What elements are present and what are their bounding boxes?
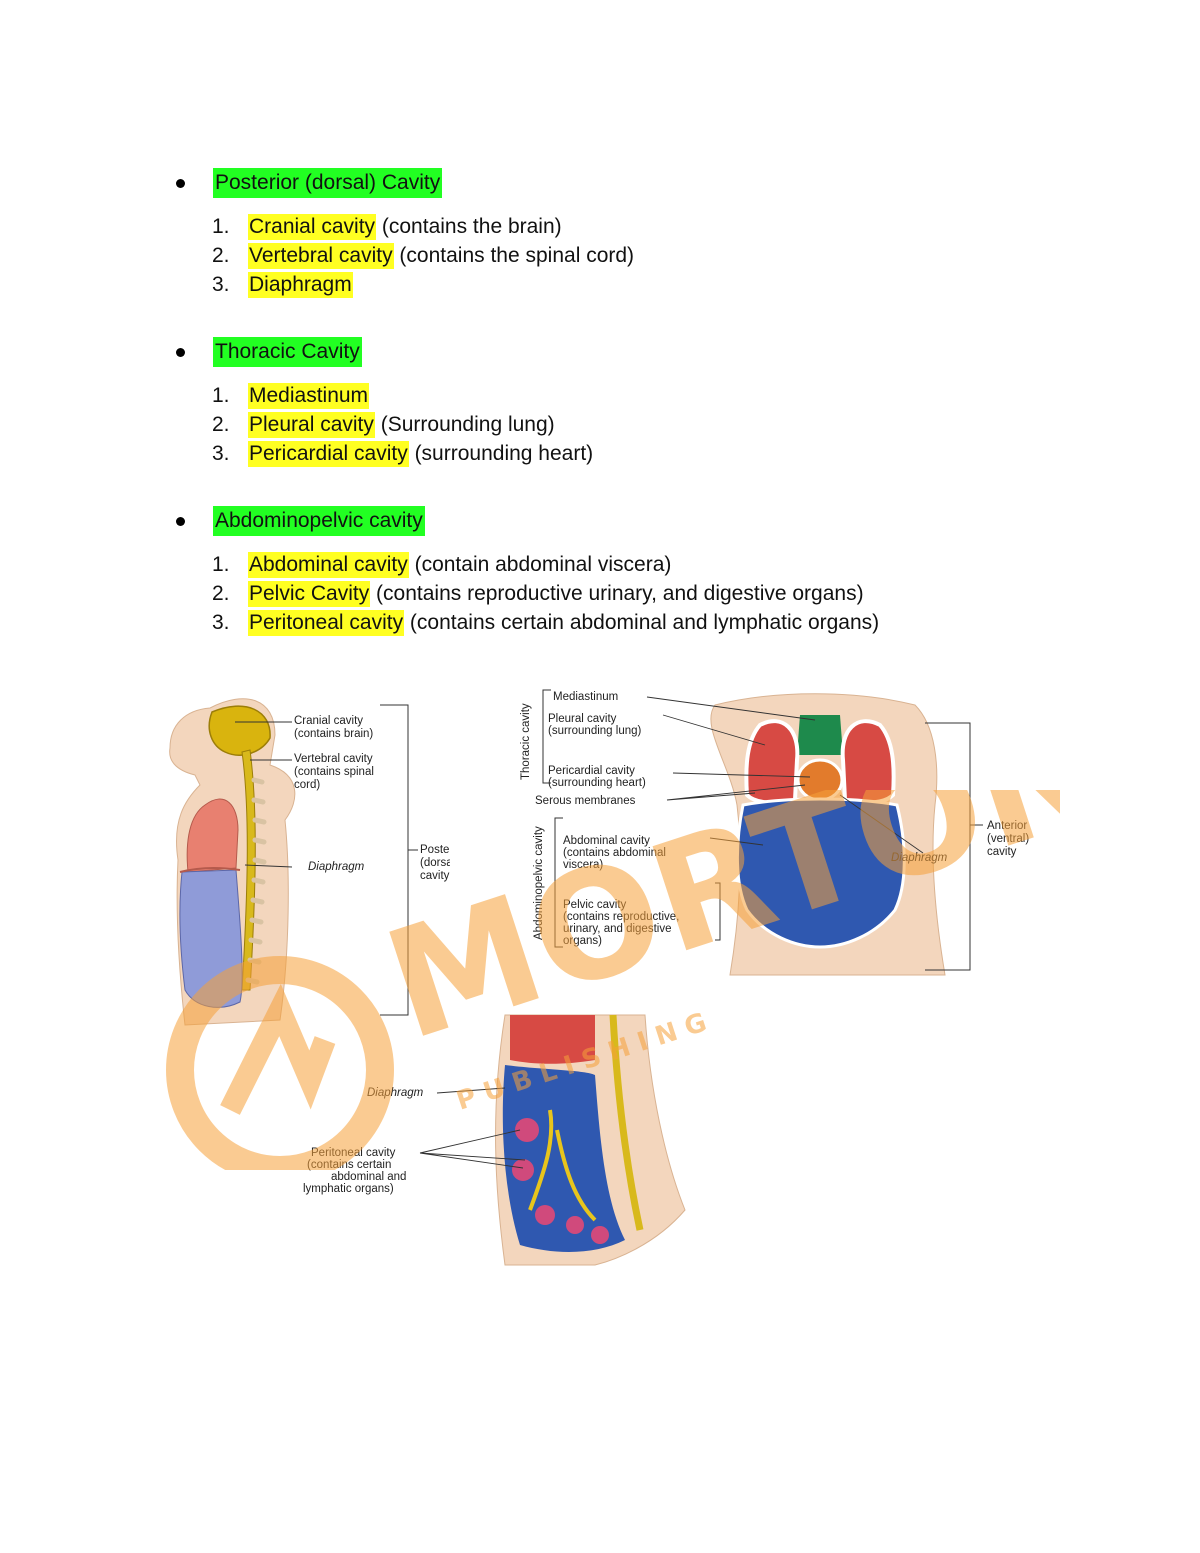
numbered-list: 1.Abdominal cavity (contain abdominal vi… xyxy=(172,550,879,637)
list-item: 2.Pleural cavity (Surrounding lung) xyxy=(212,411,555,438)
list-item: 1.Mediastinum xyxy=(212,382,370,409)
term-highlight: Mediastinum xyxy=(248,382,370,409)
list-item: 3.Diaphragm xyxy=(212,271,353,298)
svg-text:Diaphragm: Diaphragm xyxy=(308,861,365,873)
abdominopelvic-bracket xyxy=(554,817,563,948)
sagittal-thorax-shape xyxy=(510,1015,595,1064)
svg-text:Thoracic cavity: Thoracic cavity xyxy=(520,703,532,780)
svg-text:Abdominal cavity: Abdominal cavity xyxy=(563,835,650,847)
list-item: 2.Pelvic Cavity (contains reproductive u… xyxy=(212,580,864,607)
figure-sagittal-view: Diaphragm Peritoneal cavity (contains ce… xyxy=(303,1014,686,1266)
term-highlight: Pericardial cavity xyxy=(248,440,409,467)
svg-text:(contains brain): (contains brain) xyxy=(294,728,373,740)
list-item: 2.Vertebral cavity (contains the spinal … xyxy=(212,242,635,269)
svg-text:abdominal and: abdominal and xyxy=(331,1171,406,1183)
leader-lines xyxy=(419,1087,526,1169)
svg-text:Cranial cavity: Cranial cavity xyxy=(294,715,363,727)
leader-lines xyxy=(235,721,293,868)
svg-text:(surrounding lung): (surrounding lung) xyxy=(548,725,642,737)
section-heading: Thoracic Cavity xyxy=(213,337,362,367)
mediastinum-shape xyxy=(797,715,843,755)
figure-front-view: Mediastinum Pleural cavity (surrounding … xyxy=(520,689,1029,976)
term-highlight: Pleural cavity xyxy=(248,411,375,438)
bullet-dot xyxy=(176,516,185,526)
list-item: 1.Cranial cavity (contains the brain) xyxy=(212,213,562,240)
svg-text:Vertebral cavity: Vertebral cavity xyxy=(294,753,373,765)
watermark-logo-icon xyxy=(166,956,394,1170)
section-thoracic: Thoracic Cavity 1.Mediastinum 2.Pleural … xyxy=(172,335,593,468)
svg-text:(contains reproductive,: (contains reproductive, xyxy=(563,911,679,923)
thoracic-shape xyxy=(186,798,239,873)
organ-circle xyxy=(512,1159,534,1181)
diaphragm-line xyxy=(179,867,241,873)
svg-text:Anterior: Anterior xyxy=(987,820,1027,832)
anterior-bracket xyxy=(925,722,983,971)
sagittal-mesentery-shape xyxy=(528,1109,597,1222)
svg-text:Posterior: Posterior xyxy=(420,844,450,856)
numbered-list: 1.Mediastinum 2.Pleural cavity (Surround… xyxy=(172,381,593,468)
section-posterior: Posterior (dorsal) Cavity 1.Cranial cavi… xyxy=(172,166,634,299)
bullet-dot xyxy=(176,347,185,357)
sagittal-spine xyxy=(609,1014,644,1231)
svg-text:Abdominopelvic cavity: Abdominopelvic cavity xyxy=(533,826,545,940)
svg-text:urinary, and digestive: urinary, and digestive xyxy=(563,923,671,935)
organ-circle xyxy=(591,1226,609,1244)
svg-text:(dorsal): (dorsal) xyxy=(420,857,450,869)
section-abdominopelvic: Abdominopelvic cavity 1.Abdominal cavity… xyxy=(172,504,879,637)
pelvic-bracket xyxy=(715,882,721,941)
numbered-list: 1.Cranial cavity (contains the brain) 2.… xyxy=(172,212,634,299)
svg-text:cord): cord) xyxy=(294,779,320,791)
watermark: MORTON P U B L I S H I N G xyxy=(166,790,1060,1170)
svg-text:organs): organs) xyxy=(563,935,602,947)
watermark-word: MORTON xyxy=(367,790,1060,1074)
svg-text:viscera): viscera) xyxy=(563,859,603,871)
bullet-heading-posterior: Posterior (dorsal) Cavity xyxy=(172,166,634,200)
svg-text:cavity: cavity xyxy=(420,870,450,882)
bullet-dot xyxy=(176,178,185,188)
organ-circle xyxy=(566,1216,584,1234)
svg-text:Diaphragm: Diaphragm xyxy=(891,852,948,864)
term-highlight: Diaphragm xyxy=(248,271,353,298)
cranial-cavity-shape xyxy=(208,705,271,756)
term-highlight: Peritoneal cavity xyxy=(248,609,405,636)
svg-text:Pericardial cavity: Pericardial cavity xyxy=(548,765,635,777)
list-item: 1.Abdominal cavity (contain abdominal vi… xyxy=(212,551,672,578)
list-item: 3.Peritoneal cavity (contains certain ab… xyxy=(212,609,880,636)
svg-text:(contains spinal: (contains spinal xyxy=(294,766,374,778)
svg-text:(contains abdominal: (contains abdominal xyxy=(563,847,666,859)
svg-text:Pleural cavity: Pleural cavity xyxy=(548,713,617,725)
svg-text:(ventral): (ventral) xyxy=(987,833,1029,845)
bullet-heading-thoracic: Thoracic Cavity xyxy=(172,335,593,369)
term-highlight: Abdominal cavity xyxy=(248,551,409,578)
svg-text:cavity: cavity xyxy=(987,846,1017,858)
organ-circle xyxy=(515,1118,539,1142)
thoracic-bracket xyxy=(542,689,551,784)
vertebral-cavity-shape xyxy=(241,749,256,991)
svg-text:Pelvic cavity: Pelvic cavity xyxy=(563,899,627,911)
term-highlight: Pelvic Cavity xyxy=(248,580,371,607)
leader-lines xyxy=(646,696,924,854)
svg-text:Serous membranes: Serous membranes xyxy=(535,795,636,807)
section-heading: Posterior (dorsal) Cavity xyxy=(213,168,443,198)
abdominal-cavity-shape xyxy=(735,797,906,949)
section-heading: Abdominopelvic cavity xyxy=(213,506,425,536)
list-item: 3.Pericardial cavity (surrounding heart) xyxy=(212,440,594,467)
bullet-heading-abdominopelvic: Abdominopelvic cavity xyxy=(172,504,879,538)
svg-text:lymphatic organs): lymphatic organs) xyxy=(303,1183,394,1195)
organ-circle xyxy=(535,1205,555,1225)
posterior-bracket xyxy=(380,704,418,1016)
svg-text:(surrounding heart): (surrounding heart) xyxy=(548,777,646,789)
figure-side-view: Cranial cavity (contains brain) Vertebra… xyxy=(169,698,450,1026)
term-highlight: Vertebral cavity xyxy=(248,242,394,269)
svg-text:Mediastinum: Mediastinum xyxy=(553,691,618,703)
term-highlight: Cranial cavity xyxy=(248,213,377,240)
